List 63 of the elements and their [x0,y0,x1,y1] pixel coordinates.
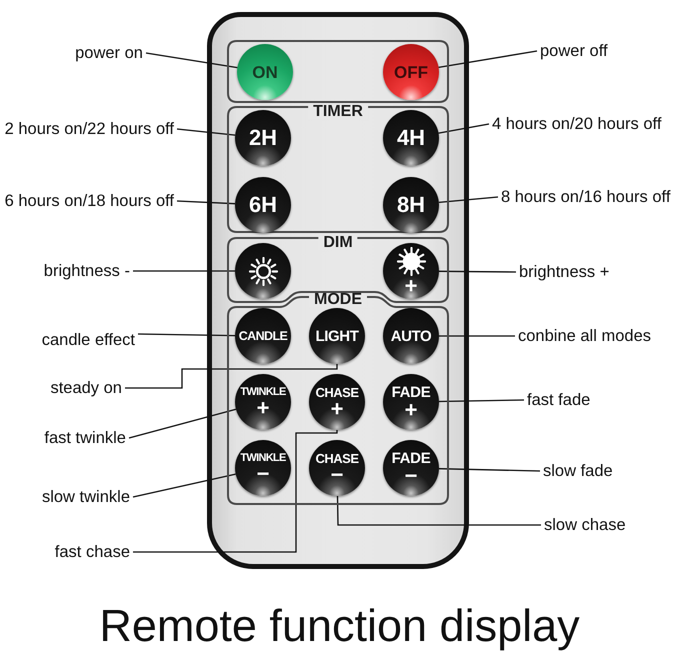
leader-line [438,399,524,402]
key-label: TWINKLE [240,387,286,398]
leader-line [132,473,236,498]
leader-line [138,333,236,336]
function-label: brightness + [519,262,610,282]
leader-line [133,270,235,272]
key-label: 2H [248,127,278,149]
button-panel [227,40,449,103]
function-label: 8 hours on/16 hours off [501,187,670,207]
leader-line [438,196,498,204]
leader-line [176,200,236,204]
function-label: power on [75,43,143,63]
function-label: slow twinkle [42,487,130,507]
panel-heading: MODE [309,293,367,307]
leader-line [438,50,538,68]
function-label: fast fade [527,390,590,410]
button-panel [227,106,449,233]
leader-line [439,335,515,337]
leader-line [176,128,236,136]
leader-line [439,270,516,273]
panel-heading: DIM [318,236,358,250]
function-label: slow chase [544,515,626,535]
diagram-caption: Remote function display [99,600,580,652]
leader-line [133,430,338,553]
key-label: 6H [248,194,278,216]
key-sign: − [330,466,344,484]
function-label: power off [540,41,608,61]
key-label: 4H [396,127,426,149]
function-label: slow fade [543,461,613,481]
function-label: fast chase [54,542,130,562]
function-label: steady on [50,378,122,398]
key-label: 8H [396,194,426,216]
leader-line [128,408,236,439]
function-label: fast twinkle [44,428,126,448]
panel-heading: TIMER [308,105,368,119]
key-label: LIGHT [316,328,358,344]
key-label: FADE [392,385,430,400]
leader-line [146,52,238,68]
key-sign: + [256,399,270,417]
key-sign: + [404,277,418,295]
leader-line [336,496,541,526]
button-panel [227,237,449,303]
leader-line [438,468,540,472]
function-label: candle effect [42,330,135,350]
key-label: AUTO [390,328,432,344]
function-label: conbine all modes [518,326,651,346]
key-label: OFF [394,64,428,80]
function-label: 6 hours on/18 hours off [4,191,174,211]
key-sign: − [256,465,270,483]
key-label: CANDLE [238,330,288,342]
key-sign: + [404,401,418,419]
key-label: TWINKLE [240,453,286,464]
key-sign: − [404,467,418,485]
key-sign: + [330,400,344,418]
key-label: FADE [392,451,430,466]
key-label: CHASE [315,386,358,399]
leader-line [438,123,490,134]
leader-line [125,364,338,389]
key-label: ON [252,64,278,80]
key-label: CHASE [315,452,358,465]
function-label: 2 hours on/22 hours off [4,119,174,139]
function-label: 4 hours on/20 hours off [492,114,662,134]
function-label: brightness - [44,261,130,281]
